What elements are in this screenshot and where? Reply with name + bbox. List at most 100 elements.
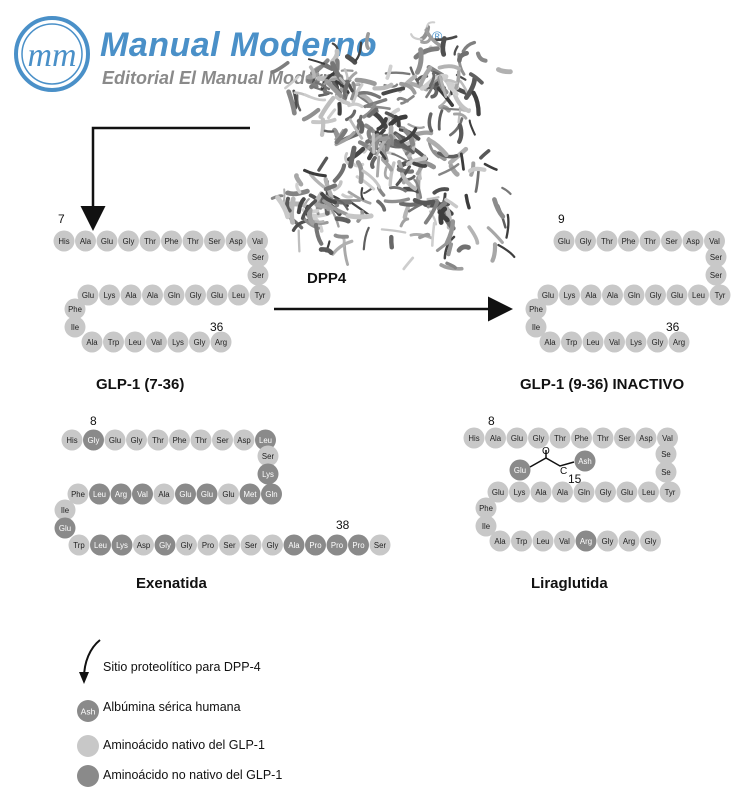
amino-acid-bead [147, 429, 169, 451]
liraglutida-residue-2-2: Ala [530, 481, 552, 503]
legend-native-icon [77, 735, 99, 757]
glp1-7-36-residue-2-2: Ala [120, 284, 142, 306]
amino-acid-label: Phe [71, 490, 85, 499]
amino-acid-label: Ala [607, 291, 619, 300]
amino-acid-bead [647, 331, 668, 353]
exenatida-residue-4-8: Ser [240, 534, 262, 556]
exenatida-residue-4-1: Leu [90, 534, 111, 556]
glp1-9-36-residue-1-0: Ser [705, 246, 727, 268]
logo-registered: ® [432, 28, 443, 44]
liraglutida-residue-0-5: Phe [571, 427, 592, 449]
exenatida-residue-0-4: Thr [147, 429, 169, 451]
liraglutida-residue-2-1: Lys [509, 481, 530, 503]
amino-acid-bead [75, 230, 96, 252]
glp1-9-36-residue-4-6: Arg [668, 331, 690, 353]
amino-acid-label: Ser [252, 271, 265, 280]
glp1-9-36-start-number: 9 [558, 212, 565, 226]
amino-acid-label: Trp [566, 338, 578, 347]
amino-acid-label: Ile [532, 323, 540, 332]
amino-acid-bead [574, 450, 596, 472]
exenatida-residue-0-1: Gly [83, 429, 104, 451]
amino-acid-bead [657, 427, 678, 449]
exenatida-residue-2-4: Ala [153, 483, 175, 505]
amino-acid-label: Ala [494, 537, 506, 546]
amino-acid-bead [305, 534, 326, 556]
amino-acid-label: Gly [650, 291, 662, 300]
liraglutida-residue-0-7: Ser [614, 427, 635, 449]
amino-acid-bead [239, 483, 261, 505]
amino-acid-label: Ser [245, 541, 258, 550]
glp1-7-36-label: GLP-1 (7-36) [96, 376, 185, 393]
amino-acid-label: Met [244, 490, 258, 499]
amino-acid-bead [549, 427, 571, 449]
amino-acid-label: Glu [59, 524, 71, 533]
amino-acid-label: Ala [80, 237, 92, 246]
amino-acid-label: Gly [652, 338, 664, 347]
liraglutida-residue-0-4: Thr [549, 427, 571, 449]
exenatida-residue-4-12: Pro [326, 534, 348, 556]
amino-acid-label: Arg [115, 490, 127, 499]
amino-acid-bead [640, 530, 661, 552]
exenatida-residue-2-2: Arg [110, 483, 132, 505]
amino-acid-bead [596, 230, 618, 252]
amino-acid-bead [666, 284, 688, 306]
legend-arrowhead-icon [79, 672, 89, 684]
amino-acid-label: Thr [195, 436, 207, 445]
amino-acid-label: Asp [237, 436, 251, 445]
amino-acid-bead [525, 298, 547, 320]
amino-acid-bead [233, 429, 255, 451]
exenatida-residue-0-7: Ser [212, 429, 233, 451]
amino-acid-bead [552, 481, 573, 503]
exenatida-residue-1-0: Ser [257, 445, 279, 467]
amino-acid-bead [161, 230, 182, 252]
amino-acid-label: Tyr [665, 488, 676, 497]
glp1-7-36-residue-2-8: Tyr [249, 284, 271, 306]
legend-proteolytic-site: Sitio proteolítico para DPP-4 [103, 660, 261, 674]
exenatida-residue-4-4: Gly [154, 534, 176, 556]
amino-acid-bead [169, 429, 190, 451]
amino-acid-bead [77, 284, 99, 306]
liraglutida-residue-1-0: Se [655, 443, 677, 465]
amino-acid-label: His [58, 237, 69, 246]
amino-acid-label: Lys [172, 338, 184, 347]
amino-acid-bead [618, 530, 640, 552]
liraglutida-residue-4-3: Val [554, 530, 575, 552]
amino-acid-label: Thr [597, 434, 609, 443]
amino-acid-bead [142, 284, 163, 306]
amino-acid-label: Ser [710, 253, 723, 262]
amino-acid-label: Gln [168, 291, 180, 300]
exenatida-residue-4-11: Pro [305, 534, 326, 556]
amino-acid-bead [197, 534, 219, 556]
amino-acid-label: Phe [173, 436, 187, 445]
amino-acid-bead [190, 429, 212, 451]
amino-acid-label: Phe [479, 504, 493, 513]
amino-acid-bead [247, 230, 268, 252]
amino-acid-label: Pro [202, 541, 215, 550]
amino-acid-label: Val [709, 237, 720, 246]
amino-acid-label: Phe [622, 237, 636, 246]
amino-acid-bead [616, 481, 638, 503]
amino-acid-bead [99, 284, 120, 306]
amino-acid-label: Trp [516, 537, 528, 546]
logo-title: Manual Moderno [100, 26, 378, 64]
amino-acid-bead [614, 427, 635, 449]
amino-acid-label: Ash [578, 457, 591, 466]
glp1-7-36-residue-2-5: Gly [185, 284, 206, 306]
amino-acid-bead [81, 331, 103, 353]
amino-acid-label: Glu [621, 488, 633, 497]
amino-acid-bead [219, 534, 240, 556]
amino-acid-label: Ser [216, 436, 229, 445]
glp1-9-36-residue-2-4: Gln [623, 284, 645, 306]
amino-acid-bead [705, 264, 727, 286]
amino-acid-label: Glu [671, 291, 683, 300]
liraglutida-residue-0-0: His [463, 427, 485, 449]
exenatida-residue-4-6: Pro [197, 534, 219, 556]
amino-acid-label: Ser [374, 541, 387, 550]
amino-acid-label: Glu [558, 237, 570, 246]
side-chain-carbon-count: 15 [568, 472, 582, 486]
glp1-9-36-residue-4-5: Gly [647, 331, 668, 353]
exenatida-residue-3-1: Glu [54, 517, 76, 539]
amino-acid-bead [475, 515, 497, 537]
liraglutida-residue-4-5: Gly [597, 530, 618, 552]
